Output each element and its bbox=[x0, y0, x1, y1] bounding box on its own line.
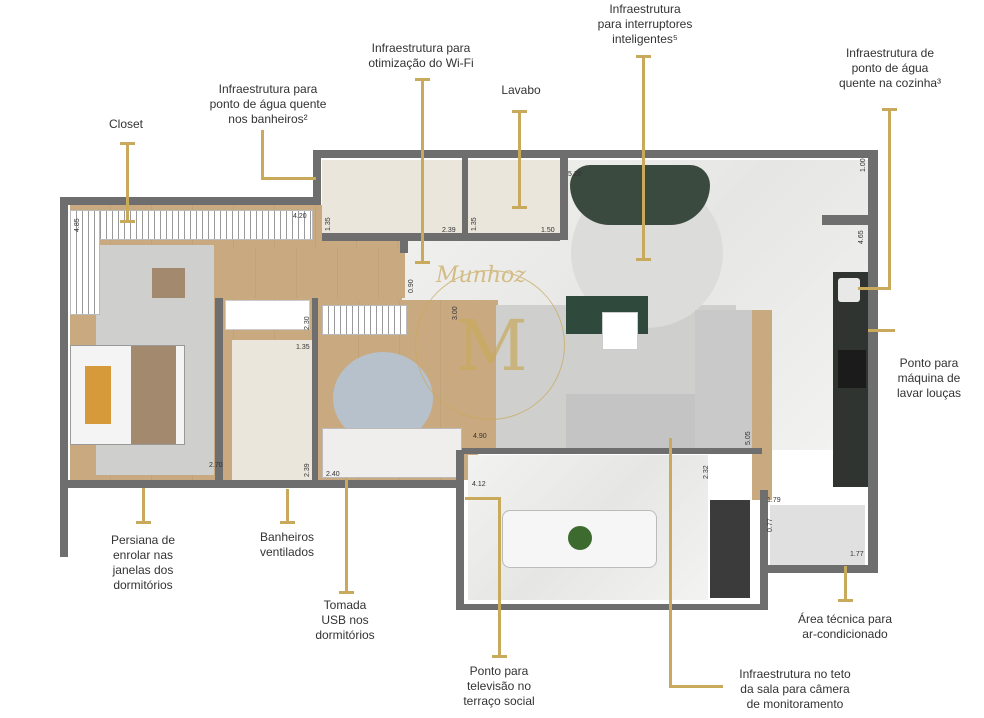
dimension: 1.35 bbox=[471, 217, 478, 231]
cooktop bbox=[838, 350, 866, 388]
closet-side bbox=[70, 210, 100, 315]
closet bbox=[70, 210, 313, 240]
dimension: 1.79 bbox=[767, 497, 781, 504]
dimension: 4.90 bbox=[473, 433, 487, 440]
panel bbox=[752, 310, 772, 500]
dimension: 2.32 bbox=[703, 465, 710, 479]
single-bed bbox=[322, 428, 462, 478]
sofa-chaise bbox=[695, 310, 755, 450]
desk bbox=[225, 300, 310, 330]
watermark-text: Munhoz bbox=[436, 263, 526, 288]
dimension: 5.05 bbox=[745, 431, 752, 445]
suite-bathroom bbox=[232, 340, 312, 480]
dimension: 2.40 bbox=[326, 471, 340, 478]
grill bbox=[710, 500, 750, 598]
watermark-logo: Munhoz M bbox=[415, 263, 565, 420]
bathrooms bbox=[322, 160, 560, 233]
dimension: 0.77 bbox=[767, 518, 774, 532]
closet-2 bbox=[322, 305, 407, 335]
dimension: 1.35 bbox=[296, 344, 310, 351]
dimension: 1.00 bbox=[860, 158, 867, 172]
annotation-closet: Closet bbox=[108, 117, 144, 131]
annotation-lavabo: Lavabo bbox=[501, 83, 541, 97]
hall-floor bbox=[215, 248, 405, 298]
dimension: 1.77 bbox=[850, 551, 864, 558]
ac-area bbox=[770, 505, 865, 565]
dimension: 0.90 bbox=[408, 279, 415, 293]
dimension: 4.20 bbox=[293, 213, 307, 220]
dimension: 4.12 bbox=[472, 481, 486, 488]
pouf bbox=[152, 268, 185, 298]
kitchen-sink bbox=[838, 278, 860, 302]
dimension: 2.39 bbox=[304, 463, 311, 477]
dimension: 1.35 bbox=[325, 217, 332, 231]
side-table bbox=[602, 312, 638, 350]
dimension: 2.70 bbox=[209, 462, 223, 469]
curved-sofa bbox=[570, 165, 710, 225]
dimension: 3.00 bbox=[452, 306, 459, 320]
dimension: 5.20 bbox=[568, 171, 582, 178]
bed bbox=[70, 345, 185, 445]
dimension: 4.85 bbox=[74, 218, 81, 232]
dimension: 4.65 bbox=[858, 230, 865, 244]
plant bbox=[568, 526, 592, 550]
dimension: 2.39 bbox=[442, 227, 456, 234]
dimension: 2.30 bbox=[304, 316, 311, 330]
dimension: 1.50 bbox=[541, 227, 555, 234]
